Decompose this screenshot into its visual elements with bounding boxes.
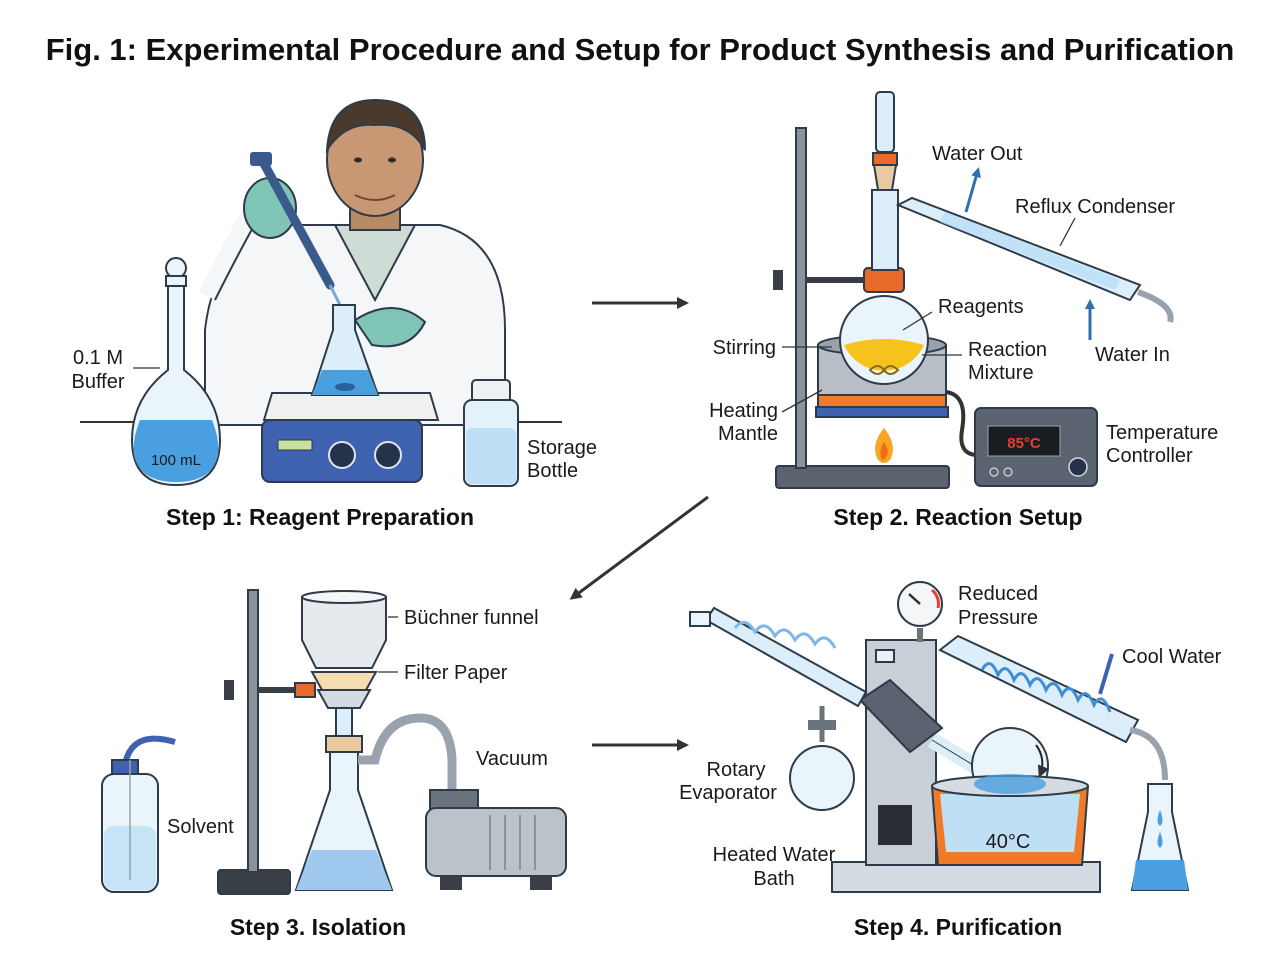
- vacuum-pump: [425, 789, 567, 890]
- pressure-label-line2: Pressure: [958, 607, 1038, 629]
- arrow-step2-to-step3: [569, 495, 709, 600]
- bath-label-line1: Heated Water: [713, 844, 836, 866]
- rotavap-label-line1: Rotary: [707, 759, 766, 781]
- filter-paper: [310, 671, 378, 691]
- reagents-label: Reagents: [938, 296, 1024, 318]
- step1-panel: 100 mL 0.1 M Buffer Storage Bottle Step …: [72, 98, 597, 530]
- buffer-label-line2: Buffer: [72, 371, 125, 393]
- round-bottom-flask: [839, 295, 929, 385]
- step2-caption: Step 2. Reaction Setup: [833, 504, 1082, 530]
- storage-bottle-label-line1: Storage: [527, 437, 597, 459]
- vacuum-label: Vacuum: [476, 748, 548, 770]
- step4-panel: Reduced Pressure Rotary Evaporator Cool …: [679, 581, 1222, 940]
- stirring-label: Stirring: [713, 337, 776, 359]
- temperature-controller: 85°C: [974, 407, 1098, 487]
- mixture-label-line1: Reaction: [968, 339, 1047, 361]
- collection-flask: [1130, 783, 1190, 891]
- volumetric-flask: 100 mL: [130, 257, 222, 487]
- buchner-funnel-label: Büchner funnel: [404, 607, 539, 629]
- controller-label-line1: Temperature: [1106, 422, 1218, 444]
- step3-panel: Büchner funnel Filter Paper Vacuum: [101, 589, 567, 940]
- step1-caption: Step 1: Reagent Preparation: [166, 504, 474, 530]
- step3-caption: Step 3. Isolation: [230, 914, 406, 940]
- hot-plate-stirrer: [261, 392, 440, 483]
- mantle-label-line2: Mantle: [718, 423, 778, 445]
- filter-paper-label: Filter Paper: [404, 662, 508, 684]
- wash-bottle: [101, 735, 176, 893]
- buffer-label-line1: 0.1 M: [73, 347, 123, 369]
- coil-condenser: [938, 634, 1140, 744]
- storage-bottle-label-line2: Bottle: [527, 460, 578, 482]
- reflux-condenser-label: Reflux Condenser: [1015, 196, 1175, 218]
- buchner-funnel: [301, 590, 387, 737]
- pressure-label-line1: Reduced: [958, 583, 1038, 605]
- storage-bottle: [463, 379, 519, 487]
- cool-water-label: Cool Water: [1122, 646, 1222, 668]
- flask-volume-label: 100 mL: [151, 452, 201, 469]
- mixture-label-line2: Mixture: [968, 362, 1034, 384]
- receiving-flask: [789, 706, 855, 811]
- stand-base: [775, 465, 950, 489]
- water-in-label: Water In: [1095, 344, 1170, 366]
- bath-temp-display: 40°C: [986, 831, 1031, 853]
- pressure-gauge: [897, 581, 943, 642]
- pipette: [257, 155, 335, 290]
- mantle-label-line1: Heating: [709, 400, 778, 422]
- solvent-label: Solvent: [167, 816, 234, 838]
- stand-rod: [795, 127, 807, 469]
- step2-panel: Reflux Condenser Water Out Water In Reag…: [709, 91, 1218, 530]
- figure-title: Fig. 1: Experimental Procedure and Setup…: [46, 32, 1235, 67]
- controller-label-line2: Controller: [1106, 445, 1193, 467]
- erlenmeyer-flask-step1: [310, 304, 380, 396]
- heated-water-bath: 40°C: [930, 774, 1090, 866]
- rotavap-label-line2: Evaporator: [679, 782, 777, 804]
- filter-flask: [294, 735, 394, 891]
- step4-caption: Step 4. Purification: [854, 914, 1062, 940]
- water-out-label: Water Out: [932, 143, 1023, 165]
- bath-label-line2: Bath: [753, 868, 794, 890]
- left-condenser: [704, 606, 868, 708]
- controller-display: 85°C: [1007, 435, 1041, 452]
